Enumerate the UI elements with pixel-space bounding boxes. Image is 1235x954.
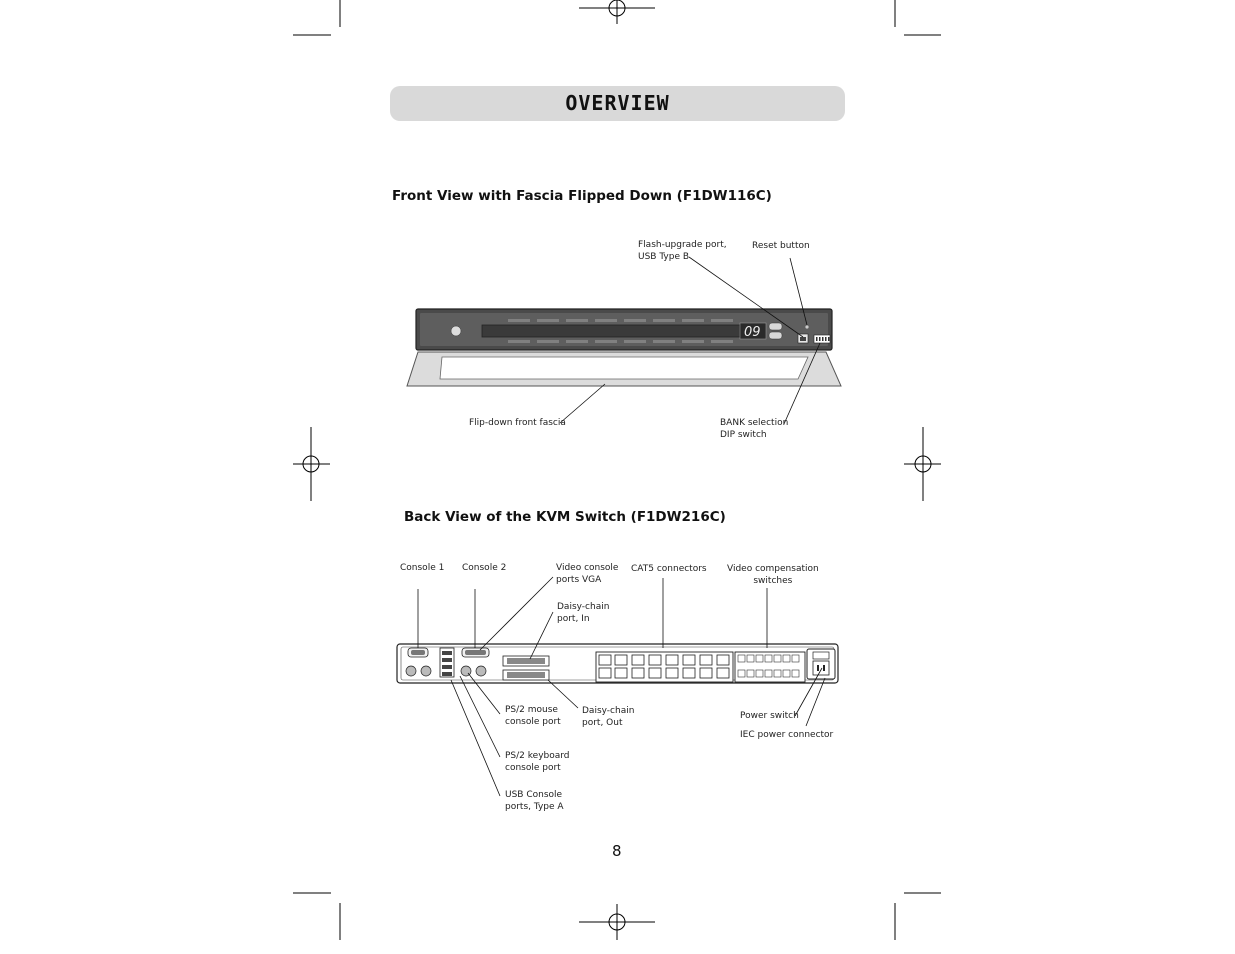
video-compensation-label: Video compensation switches	[727, 564, 819, 586]
ps2-keyboard-label: PS/2 keyboard console port	[505, 751, 570, 773]
video-console-ports-label: Video console ports VGA	[556, 563, 619, 585]
back-view-title: Back View of the KVM Switch (F1DW216C)	[404, 509, 726, 525]
back-view-diagram	[396, 643, 839, 684]
display-readout: 09	[744, 325, 761, 340]
usb-console-ports-label: USB Console ports, Type A	[505, 790, 564, 812]
console-2-label: Console 2	[462, 563, 507, 573]
daisy-chain-out-label: Daisy-chain port, Out	[582, 706, 635, 728]
console-1-label: Console 1	[400, 563, 445, 573]
iec-power-label: IEC power connector	[740, 730, 834, 740]
daisy-chain-in-label: Daisy-chain port, In	[557, 602, 610, 624]
page-number: 8	[612, 842, 622, 860]
reset-button-label: Reset button	[752, 241, 810, 251]
front-view-diagram: 09	[406, 308, 842, 387]
page-title: OVERVIEW	[565, 91, 670, 115]
ps2-mouse-label: PS/2 mouse console port	[505, 705, 561, 727]
fascia-label: Flip-down front fascia	[469, 418, 566, 428]
bank-dip-switch-label: BANK selection DIP switch	[720, 418, 789, 440]
flash-upgrade-port-label: Flash-upgrade port, USB Type B	[638, 240, 727, 262]
power-switch-label: Power switch	[740, 711, 799, 721]
overview-banner: OVERVIEW	[390, 86, 845, 121]
front-view-title: Front View with Fascia Flipped Down (F1D…	[392, 188, 772, 204]
cat5-connectors-label: CAT5 connectors	[631, 564, 707, 574]
